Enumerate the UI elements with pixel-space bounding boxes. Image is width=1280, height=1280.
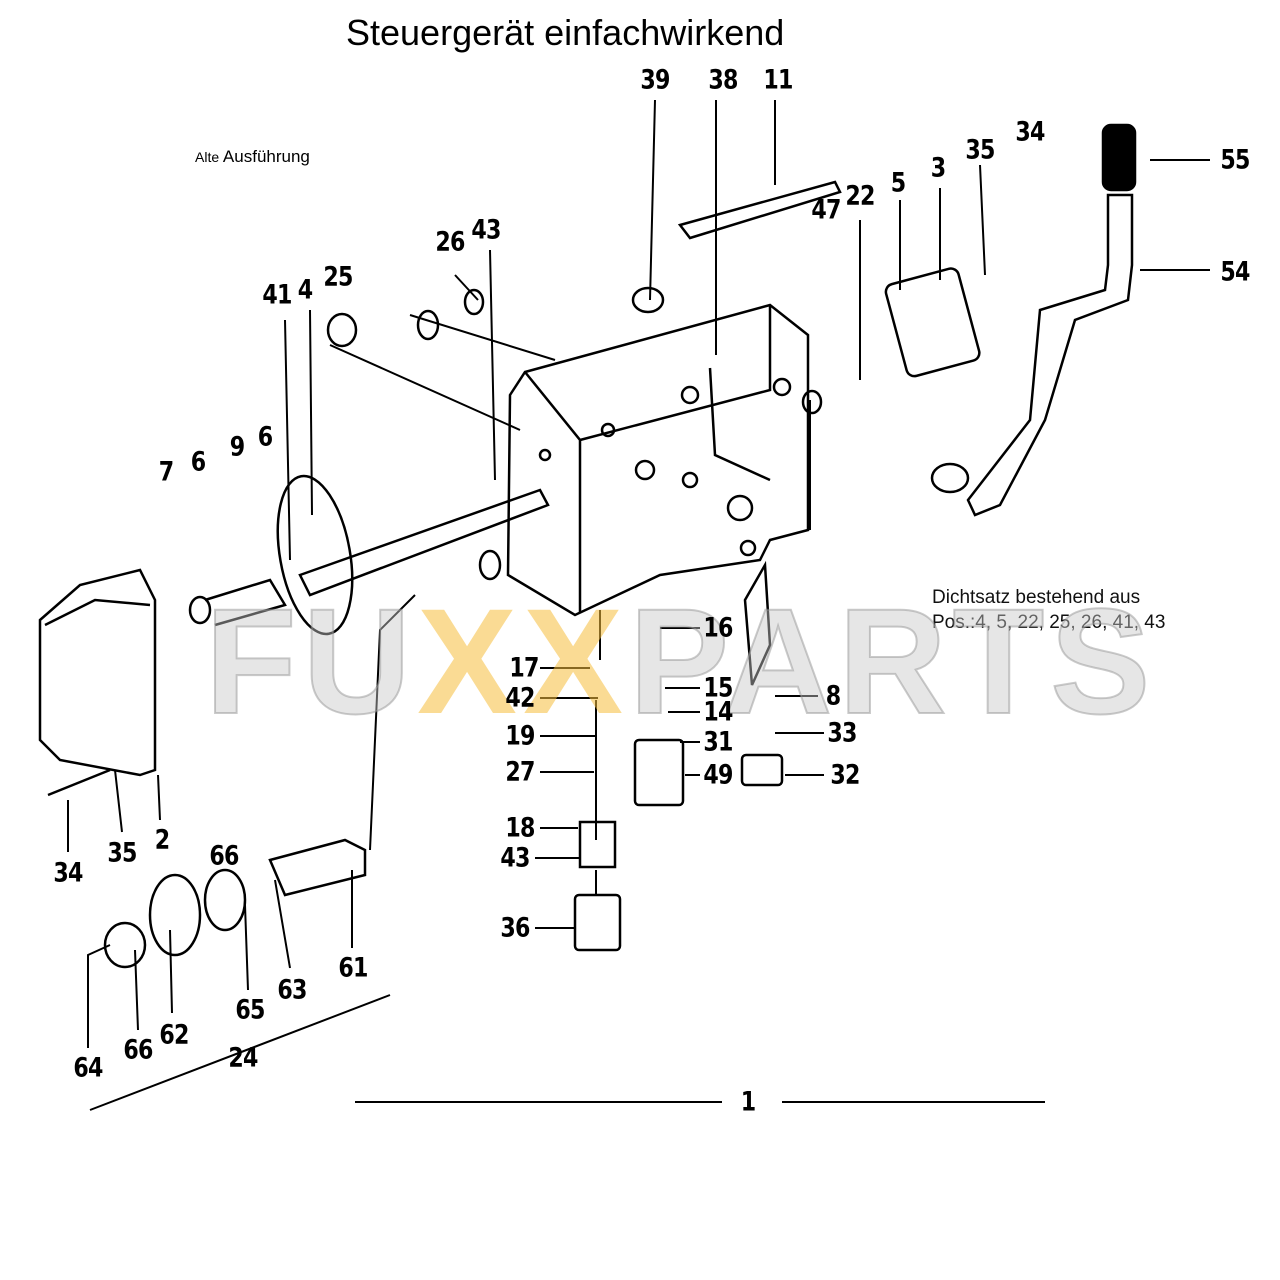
old-version-note: Alte Ausführung <box>195 147 310 167</box>
part-label: 47 <box>811 194 841 226</box>
part-label: 43 <box>471 214 501 246</box>
part-label: 35 <box>107 837 137 869</box>
part-label: 36 <box>500 912 530 944</box>
part-label: 3 <box>930 152 946 184</box>
part-label: 1 <box>740 1086 756 1118</box>
part-label: 7 <box>158 456 174 488</box>
part-label: 9 <box>229 431 245 463</box>
part-label: 35 <box>965 134 995 166</box>
part-label: 34 <box>1015 116 1045 148</box>
part-label: 39 <box>640 64 670 96</box>
part-label: 22 <box>845 180 875 212</box>
part-label: 66 <box>209 840 239 872</box>
part-label: 24 <box>228 1042 258 1074</box>
part-label: 16 <box>703 612 733 644</box>
part-label: 34 <box>53 857 83 889</box>
part-label: 5 <box>890 167 906 199</box>
part-label: 11 <box>763 64 793 96</box>
part-label: 33 <box>827 717 857 749</box>
part-label: 19 <box>505 720 535 752</box>
old-version-text: Ausführung <box>222 147 310 166</box>
part-label: 65 <box>235 994 265 1026</box>
gasket-cover <box>884 267 981 378</box>
hand-lever <box>966 193 1134 517</box>
part-label: 64 <box>73 1052 103 1084</box>
cover-plate <box>38 568 157 777</box>
seal-kit-title: Dichtsatz bestehend aus <box>932 587 1141 608</box>
part-label: 43 <box>500 842 530 874</box>
part-label: 8 <box>825 680 841 712</box>
part-label: 42 <box>505 682 535 714</box>
part-label: 49 <box>703 759 733 791</box>
part-label: 14 <box>703 696 733 728</box>
control-spool <box>298 488 550 597</box>
part-label: 31 <box>703 726 733 758</box>
watermark-part: PARTS <box>628 576 1157 746</box>
watermark-part: FU <box>204 576 417 746</box>
part-label: 18 <box>505 812 535 844</box>
old-version-prefix: Alte <box>195 149 220 165</box>
valve-housing <box>506 303 810 617</box>
part-label: 15 <box>703 672 733 704</box>
watermark-part: XX <box>416 577 630 745</box>
page-title: Steuergerät einfachwirkend <box>346 12 785 53</box>
part-label: 38 <box>708 64 738 96</box>
part-label: 6 <box>257 421 273 453</box>
seal-kit-positions: Pos.:4, 5, 22, 25, 26, 41, 43 <box>932 612 1166 633</box>
part-label: 17 <box>509 652 539 684</box>
part-label: 27 <box>505 756 535 788</box>
part-label: 41 <box>262 279 292 311</box>
part-label: 55 <box>1220 144 1250 176</box>
part-label: 62 <box>159 1019 189 1051</box>
part-label: 4 <box>297 274 313 306</box>
part-label: 66 <box>123 1034 153 1066</box>
part-label: 54 <box>1220 256 1250 288</box>
part-label: 61 <box>338 952 368 984</box>
part-label: 63 <box>277 974 307 1006</box>
watermark: FUXXPARTS <box>204 575 1157 748</box>
part-label: 6 <box>190 446 206 478</box>
part-label: 25 <box>323 261 353 293</box>
lever-knob <box>1101 123 1137 192</box>
part-label: 2 <box>154 824 170 856</box>
part-label: 26 <box>435 226 465 258</box>
part-label: 32 <box>830 759 860 791</box>
